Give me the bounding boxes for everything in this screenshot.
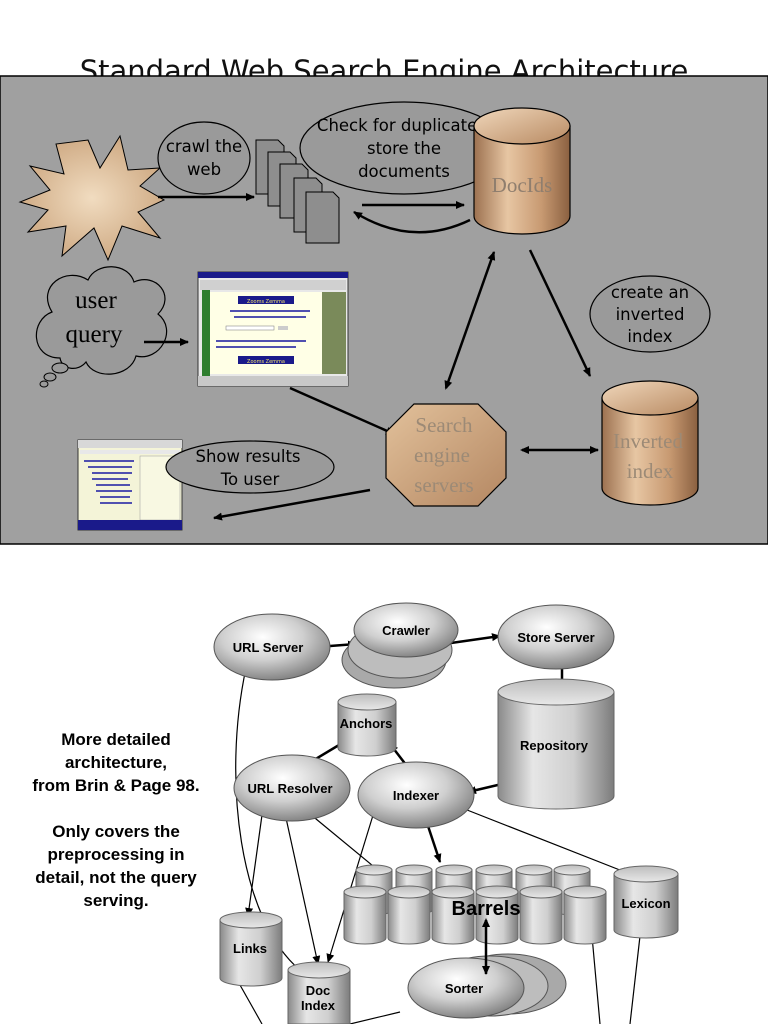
store-server-label: Store Server [517, 630, 594, 645]
screenshot-banner-top: Zooms Zemma [247, 299, 285, 305]
user-query-label-line-2: query [66, 321, 123, 348]
anchors-cylinder [337, 693, 397, 757]
side-note-line: detail, not the query [35, 868, 197, 887]
links-down-edge [239, 984, 263, 1024]
lexicon-cylinder [613, 865, 679, 939]
indexer-to-barrels-arrow [426, 825, 442, 863]
barrels-label: Barrels [452, 898, 521, 920]
search-servers-octagon [385, 403, 507, 507]
servers-to-results-arrow [213, 488, 371, 521]
indexer-to-lexicon-edge [461, 807, 631, 875]
documents-stack-icon [255, 139, 340, 244]
sorter-label: Sorter [445, 981, 483, 996]
user-query-cloud-icon [35, 266, 168, 388]
duplicates-label-line-2: store the [367, 139, 441, 158]
links-label: Links [233, 941, 267, 956]
repository-cylinder [497, 678, 615, 810]
url-resolver-label: URL Resolver [247, 781, 332, 796]
crawler-node-stack [341, 602, 459, 689]
store-server-node [497, 604, 615, 670]
servers-label-line-1: Search [415, 413, 473, 437]
docids-to-index-arrow [528, 249, 592, 377]
url-server-node [213, 613, 331, 681]
crawl-label-line-2: web [187, 160, 221, 179]
links-cylinder [219, 911, 283, 987]
inverted-index-cylinder [601, 380, 699, 506]
docids-label: DocIds [492, 173, 553, 197]
side-note-line: Only covers the [52, 822, 180, 841]
show-results-ellipse [165, 440, 335, 494]
crawler-label: Crawler [382, 623, 430, 638]
inverted-label-line-1: create an [611, 283, 689, 302]
url-resolver-node [233, 754, 351, 822]
inverted-label-line-3: index [627, 327, 672, 346]
sorter-node-stack [407, 953, 567, 1019]
doc-index-label-line-2: Index [301, 998, 336, 1013]
inverted-label-line-2: inverted [616, 305, 685, 324]
duplicate-check-arrow [353, 210, 471, 234]
screenshot-banner-bottom: Zooms Zemma [247, 359, 285, 365]
side-note-line: preprocessing in [47, 845, 185, 864]
sorter-docindex-edge [349, 1011, 401, 1024]
results-page-screenshot [77, 439, 183, 531]
create-index-ellipse [589, 275, 711, 353]
duplicates-label-line-3: documents [358, 162, 450, 181]
lexicon-down-edge-2 [629, 935, 641, 1024]
doc-index-cylinder [287, 961, 351, 1024]
servers-label-line-2: engine [414, 443, 470, 467]
resolver-to-links-edge [245, 814, 263, 917]
side-note-line: architecture, [64, 753, 168, 772]
query-to-servers-arrow [289, 386, 395, 436]
indexer-to-docindex-edge [326, 811, 375, 963]
indexer-label: Indexer [393, 788, 439, 803]
web-starburst-icon [18, 134, 166, 262]
user-query-label-line-1: user [75, 287, 117, 314]
lexicon-label: Lexicon [621, 896, 670, 911]
side-note-line: More detailed [61, 730, 171, 749]
side-note: More detailed architecture, from Brin & … [14, 728, 218, 935]
side-note-line: from Brin & Page 98. [32, 776, 200, 795]
barrels-cylinder-group [343, 864, 607, 945]
search-page-screenshot: Zooms Zemma Zooms Zemma [197, 271, 349, 387]
inverted-index-label-line-1: Inverted [613, 429, 683, 453]
crawl-label-line-1: crawl the [166, 137, 242, 156]
crawl-web-ellipse [157, 121, 251, 195]
side-note-paragraph-2: Only covers the preprocessing in detail,… [14, 820, 218, 912]
side-note-paragraph-1: More detailed architecture, from Brin & … [14, 728, 218, 797]
results-label-line-2: To user [220, 470, 280, 489]
anchors-label: Anchors [340, 716, 393, 731]
doc-index-label-line-1: Doc [306, 983, 331, 998]
url-server-label: URL Server [233, 640, 304, 655]
duplicates-label-line-1: Check for duplicates, [317, 116, 491, 135]
results-label-line-1: Show results [195, 447, 300, 466]
servers-docids-arrow [444, 251, 496, 390]
lexicon-down-edge-1 [591, 935, 601, 1024]
repository-label: Repository [520, 738, 589, 753]
indexer-node [357, 761, 475, 829]
side-note-line: serving. [83, 891, 149, 910]
inverted-index-label-line-2: index [627, 459, 674, 483]
docids-cylinder [473, 107, 571, 235]
servers-label-line-3: servers [414, 473, 473, 497]
crawler-to-storeserver-arrow [443, 633, 501, 646]
resolver-to-docindex-edge [285, 817, 321, 965]
